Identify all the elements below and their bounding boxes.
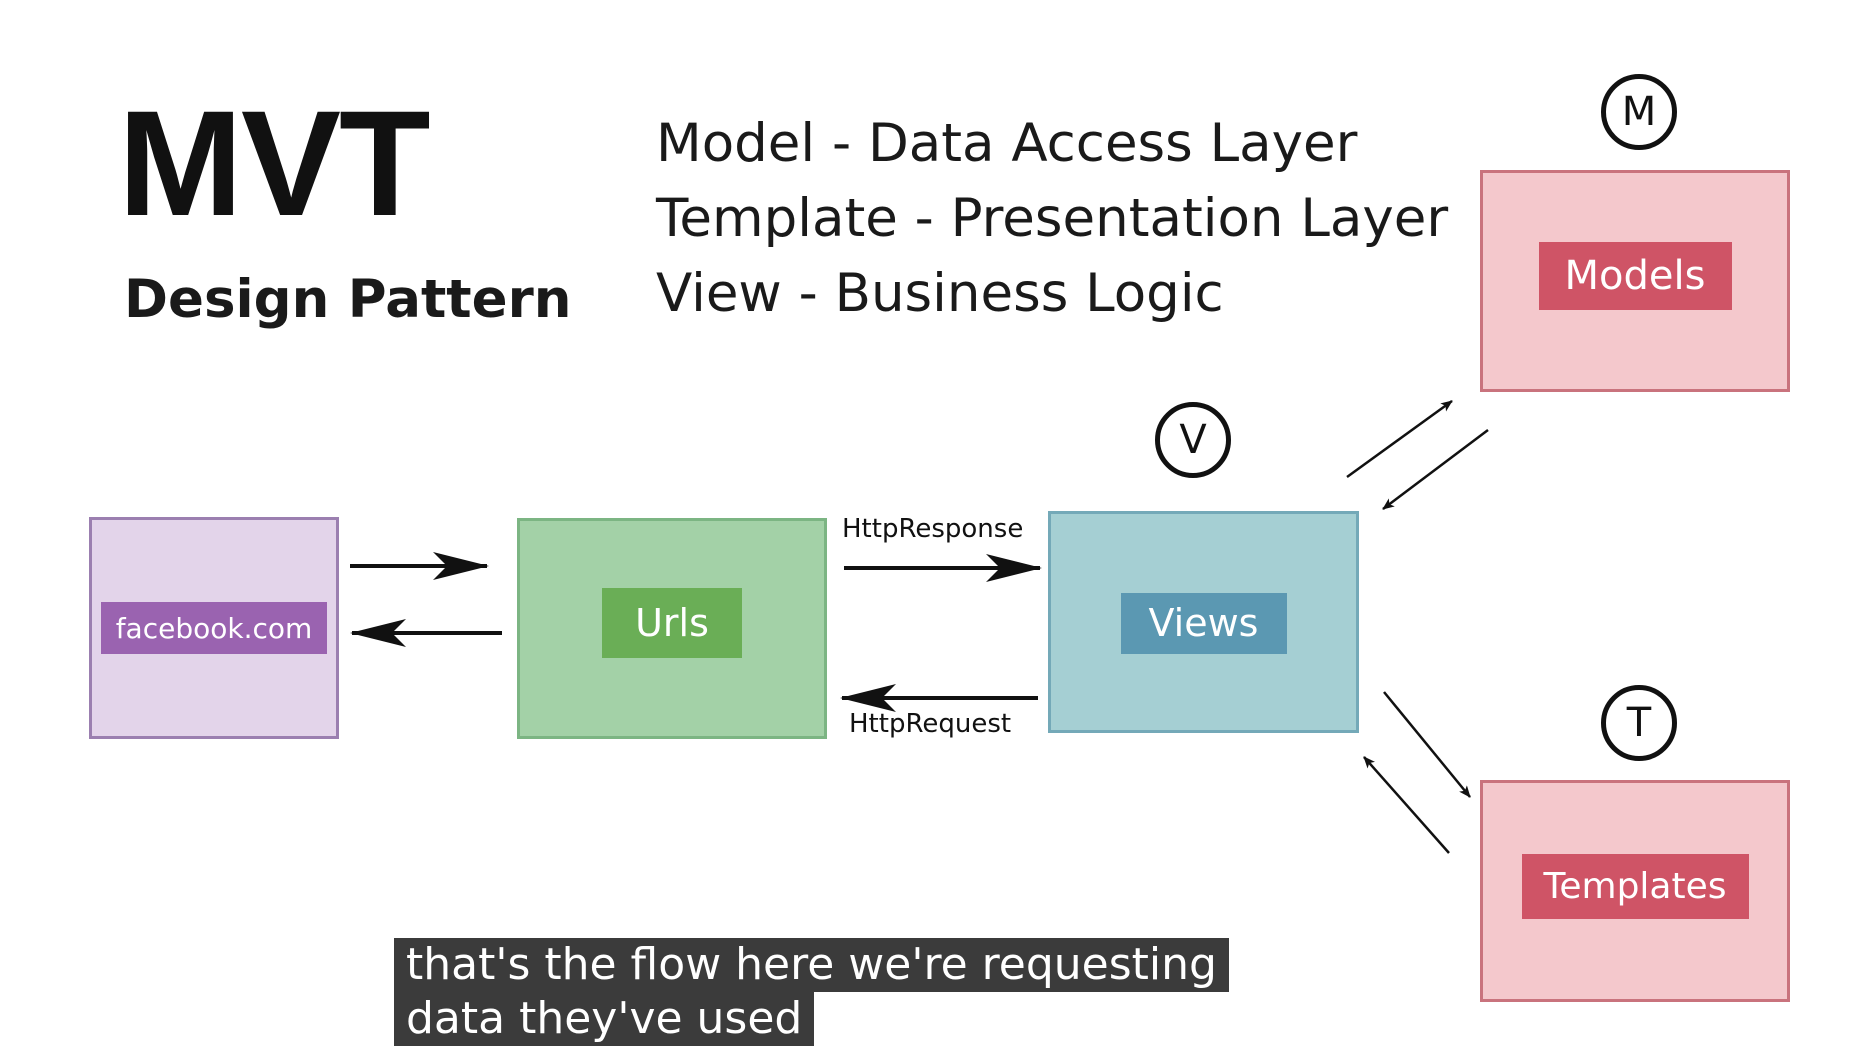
templates-label: Templates: [1521, 853, 1749, 919]
urls-label: Urls: [602, 587, 742, 658]
arrow-models-to-views: [1382, 429, 1489, 510]
views-label: Views: [1120, 592, 1287, 654]
definition-view: View - Business Logic: [656, 263, 1224, 324]
diagram-title: MVT: [118, 79, 431, 247]
diagram-subtitle: Design Pattern: [124, 269, 572, 330]
model-badge: M: [1601, 74, 1677, 150]
definition-model: Model - Data Access Layer: [656, 113, 1358, 174]
client-label: facebook.com: [101, 602, 327, 654]
caption-line-1: that's the flow here we're requesting: [394, 938, 1229, 992]
edge-label-http-request: HttpRequest: [849, 709, 1012, 739]
arrow-views-to-models: [1346, 399, 1453, 479]
template-badge: T: [1601, 685, 1677, 761]
caption-line-2: data they've used: [394, 992, 815, 1046]
models-label: Models: [1538, 242, 1732, 310]
urls-box: Urls: [517, 518, 827, 739]
models-box: Models: [1480, 170, 1790, 392]
client-box: facebook.com: [89, 517, 339, 739]
definition-template: Template - Presentation Layer: [656, 188, 1449, 249]
arrow-templates-to-views: [1363, 756, 1450, 854]
view-badge: V: [1155, 402, 1231, 478]
views-box: Views: [1048, 511, 1359, 733]
edge-label-http-response: HttpResponse: [842, 514, 1024, 544]
templates-box: Templates: [1480, 780, 1790, 1002]
arrow-views-to-templates: [1383, 691, 1471, 798]
